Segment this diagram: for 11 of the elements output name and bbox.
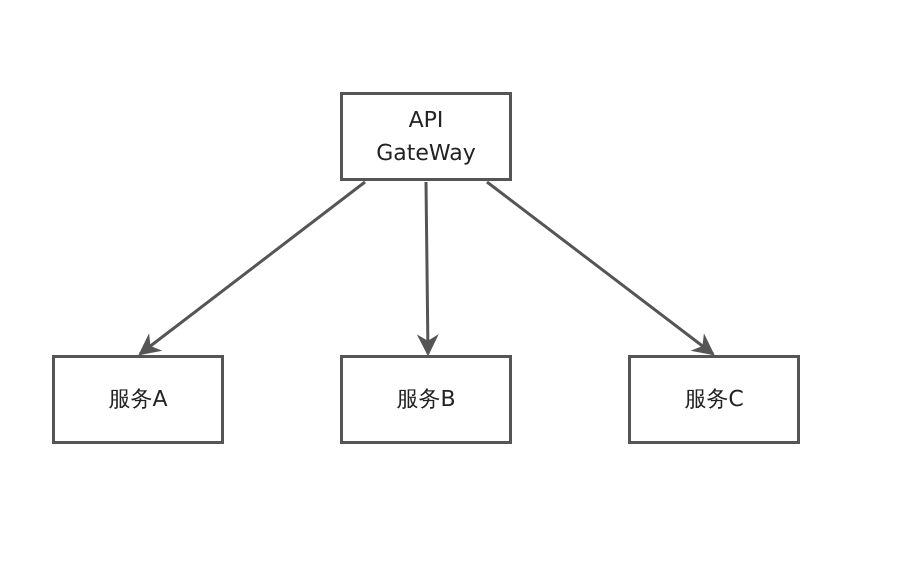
arrow <box>138 180 366 356</box>
process-box <box>340 92 512 181</box>
box-label: 服务C <box>684 386 744 414</box>
box-label: 服务A <box>108 386 168 414</box>
box-label: 服务B <box>396 386 456 414</box>
process-box <box>52 355 224 444</box>
process-box <box>340 355 512 444</box>
arrow <box>486 180 715 356</box>
process-box <box>628 355 800 444</box>
arrow <box>416 182 439 356</box>
box-label: API GateWay <box>375 106 477 168</box>
